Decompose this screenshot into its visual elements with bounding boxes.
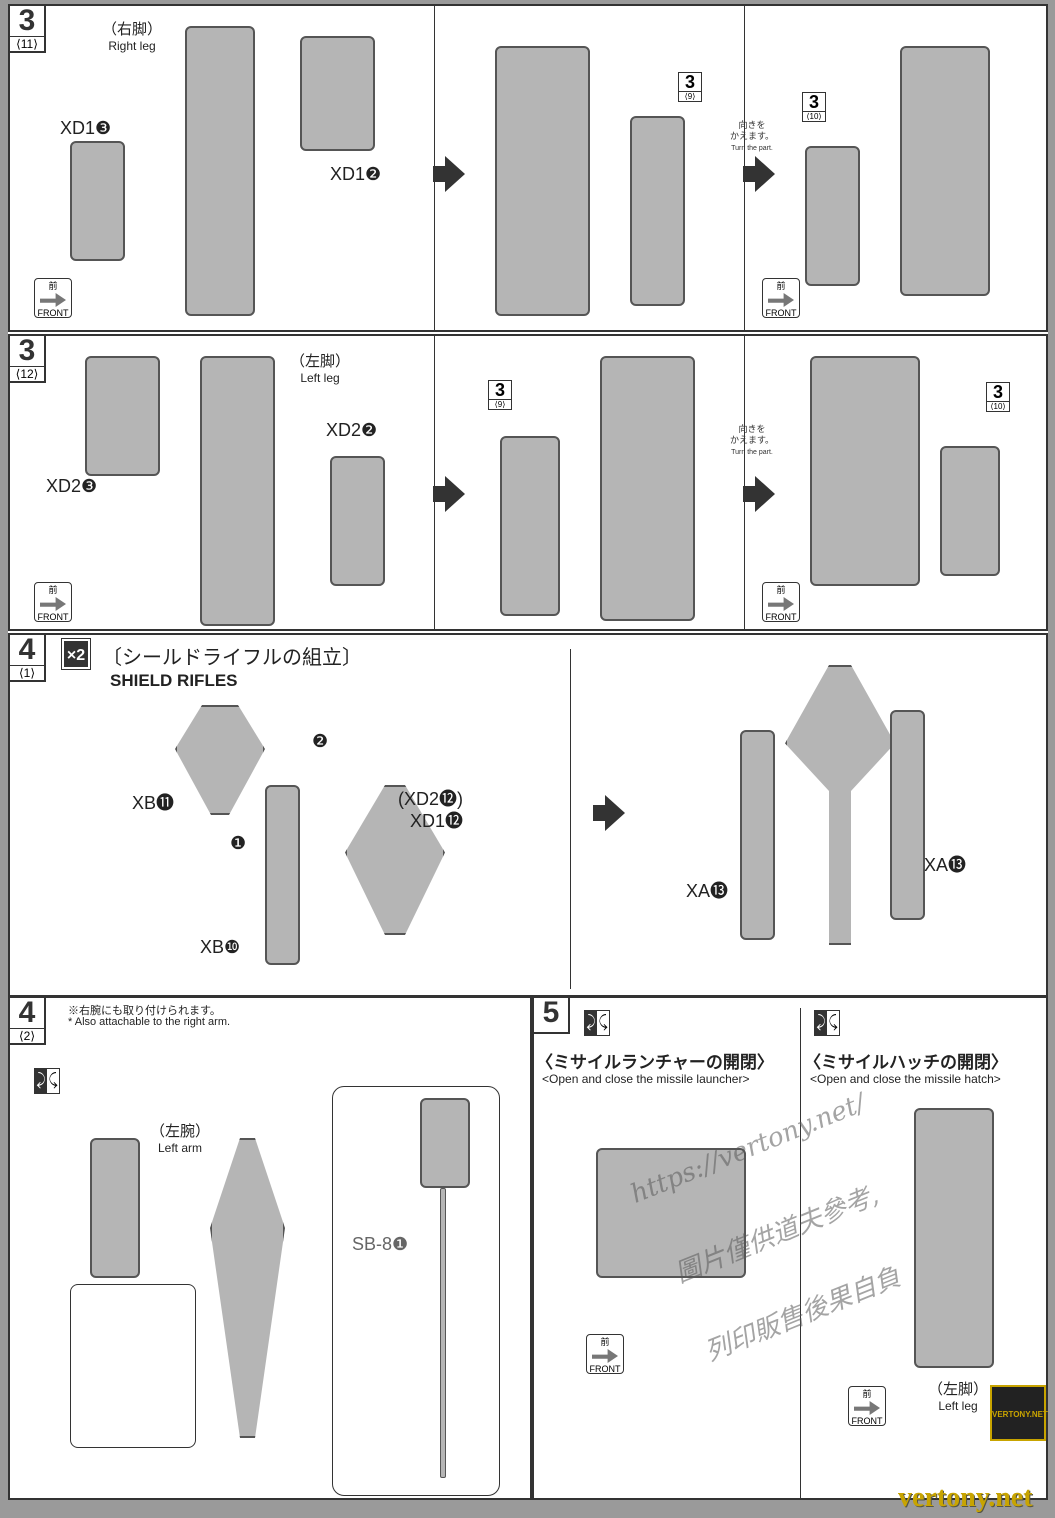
part-label: XD1⓬ <box>410 811 464 831</box>
shield-rifle <box>210 1138 285 1438</box>
site-watermark: vertony.net <box>898 1482 1033 1513</box>
order-marker: ❷ <box>312 731 329 751</box>
step-number: 4⟨2⟩ <box>10 998 46 1045</box>
part-label: XA⓭ <box>686 881 729 901</box>
next-arrow <box>743 156 775 192</box>
step-3-11-panel: 3⟨11⟩ （右脚）Right leg XD1❸ XD1❷ 3⟨9⟩ 向きをかえ… <box>8 4 1048 332</box>
site-badge: VERTONY.NET <box>990 1385 1048 1441</box>
armor-part <box>330 456 385 586</box>
launcher-illustration <box>596 1148 746 1278</box>
leg-illustration <box>810 356 920 586</box>
note-jp: ※右腕にも取り付けられます。 <box>68 1005 221 1017</box>
arm-illustration <box>90 1138 140 1278</box>
armor-part <box>85 356 160 476</box>
part-label: XB⓫ <box>132 793 175 813</box>
part-label: XD1❸ <box>60 118 112 138</box>
detail-callout-box <box>332 1086 500 1496</box>
rifle-part <box>265 785 300 965</box>
divider <box>800 1008 801 1498</box>
leg-illustration <box>200 356 275 626</box>
step-number: 4⟨1⟩ <box>10 635 46 682</box>
armor-part <box>805 146 860 286</box>
leg-label: （左脚）Left leg <box>928 1381 989 1413</box>
step-ref: 3⟨10⟩ <box>986 382 1010 412</box>
divider <box>744 336 745 629</box>
leg-illustration <box>900 46 990 296</box>
next-arrow <box>433 476 465 512</box>
next-arrow <box>743 476 775 512</box>
step-ref: 3⟨9⟩ <box>678 72 702 102</box>
shield-rifle-assembled <box>785 665 895 945</box>
antenna-part <box>440 1188 446 1478</box>
rifle-tip <box>420 1098 470 1188</box>
part-label: XB❿ <box>200 937 241 957</box>
armor-part <box>500 436 560 616</box>
launcher-title-jp: 〈ミサイルランチャーの開閉〉 <box>536 1053 774 1072</box>
part-label: XD2❷ <box>326 420 378 440</box>
step-number: 5 <box>534 998 570 1034</box>
leg-illustration <box>495 46 590 316</box>
hatch-title-jp: 〈ミサイルハッチの開閉〉 <box>804 1053 1008 1072</box>
part-label: (XD2⓬) <box>398 789 464 809</box>
launcher-title-en: <Open and close the missile launcher> <box>542 1072 750 1086</box>
step-ref: 3⟨10⟩ <box>802 92 826 122</box>
part-label: XD1❷ <box>330 164 382 184</box>
leg-label: （左脚）Left leg <box>290 353 351 385</box>
leg-illustration <box>600 356 695 621</box>
shield-part <box>175 705 265 815</box>
part-label: SB-8❶ <box>352 1234 409 1254</box>
step-ref: 3⟨9⟩ <box>488 380 512 410</box>
blade-part <box>890 710 925 920</box>
leg-illustration <box>185 26 255 316</box>
turn-note: 向きをかえます。Turn the part. <box>729 424 775 456</box>
step-number: 3⟨12⟩ <box>10 336 46 383</box>
hatch-title-en: <Open and close the missile hatch> <box>810 1072 1001 1086</box>
armor-part <box>940 446 1000 576</box>
order-marker: ❶ <box>230 833 247 853</box>
step-3-12-panel: 3⟨12⟩ （左脚）Left leg XD2❷ XD2❸ 3⟨9⟩ 向きをかえま… <box>8 334 1048 631</box>
divider <box>434 336 435 629</box>
detail-inset <box>70 1284 196 1448</box>
divider <box>570 649 571 989</box>
turn-note: 向きをかえます。Turn the part. <box>729 120 775 152</box>
armor-part <box>70 141 125 261</box>
manual-page: 3⟨11⟩ （右脚）Right leg XD1❸ XD1❷ 3⟨9⟩ 向きをかえ… <box>8 4 1048 1500</box>
movable-icon: ⤸⤹ <box>34 1068 60 1094</box>
arm-label: （左腕）Left arm <box>150 1123 211 1155</box>
step-4-1-panel: 4⟨1⟩ ×2 〔シールドライフルの組立〕 SHIELD RIFLES XB⓫ … <box>8 633 1048 997</box>
movable-icon: ⤸⤹ <box>814 1010 840 1036</box>
section-title-jp: 〔シールドライフルの組立〕 <box>102 647 362 669</box>
next-arrow <box>593 795 625 831</box>
quantity-badge: ×2 <box>61 638 91 670</box>
step-5-panel: 5 ⤸⤹ ⤸⤹ 〈ミサイルランチャーの開閉〉 <Open and close t… <box>532 996 1048 1500</box>
leg-label: （右脚）Right leg <box>102 21 163 53</box>
part-label: XD2❸ <box>46 476 98 496</box>
movable-icon: ⤸⤹ <box>584 1010 610 1036</box>
part-label: XA⓭ <box>924 855 967 875</box>
step-4-2-panel: 4⟨2⟩ ※右腕にも取り付けられます。 * Also attachable to… <box>8 996 532 1500</box>
next-arrow <box>433 156 465 192</box>
step-number: 3⟨11⟩ <box>10 6 46 53</box>
armor-part <box>300 36 375 151</box>
blade-part <box>740 730 775 940</box>
note-en: * Also attachable to the right arm. <box>68 1016 231 1028</box>
leg-illustration <box>914 1108 994 1368</box>
armor-part <box>630 116 685 306</box>
section-title-en: SHIELD RIFLES <box>110 671 238 690</box>
